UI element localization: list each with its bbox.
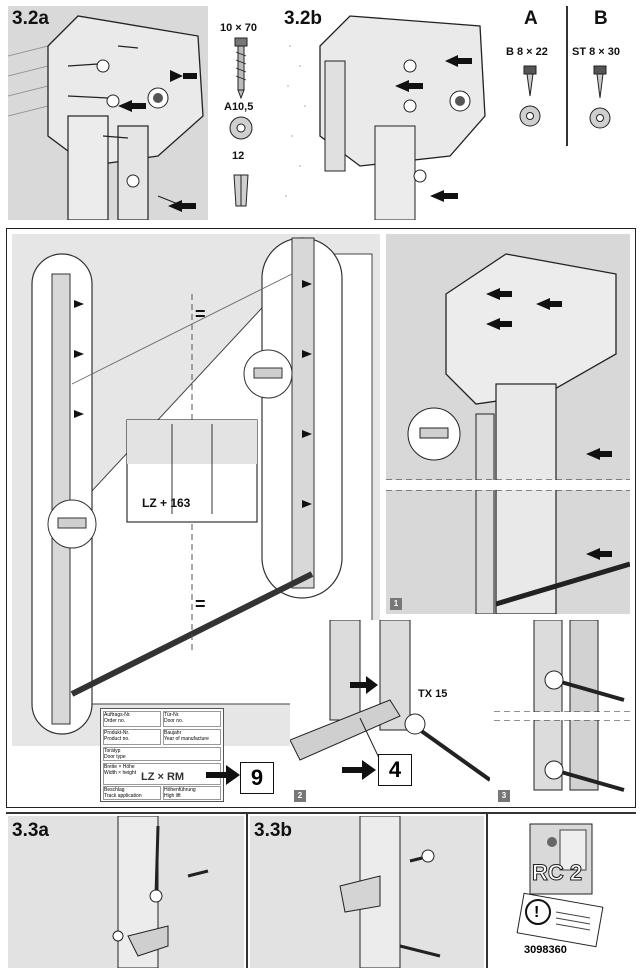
door-opening-panel: = = LZ + 163 <box>12 234 380 746</box>
panel-3-2a <box>8 6 208 220</box>
option-b-size: ST 8 × 30 <box>572 46 621 58</box>
nameplate-ref-box: 9 <box>240 762 274 794</box>
nameplate-ref: 9 <box>250 765 264 790</box>
option-a-title: A <box>524 8 538 29</box>
rc2-panel: RC 2 ! 3098360 <box>490 816 636 968</box>
equal-mark-bottom: = <box>195 594 206 614</box>
track-bottom-illustration-b <box>339 816 441 968</box>
option-a-size: B 8 × 22 <box>506 46 548 58</box>
door-type-de: Torätyp <box>104 748 121 754</box>
step-2-badge: 2 <box>294 790 306 802</box>
high-lift-en: High lift <box>164 793 181 799</box>
panel-3-3a <box>8 816 244 968</box>
step-1-panel: 1 <box>386 234 630 614</box>
step-3-badge: 3 <box>498 790 510 802</box>
screw-options: A B B 8 × 22 ST 8 × 30 <box>498 6 636 146</box>
step-1-badge: 1 <box>390 598 402 610</box>
warning-symbol: ! <box>534 904 540 921</box>
door-no-de: Tür-Nr. <box>164 712 180 718</box>
door-no-en: Door no. <box>164 718 184 724</box>
tx15-illustration <box>290 620 490 782</box>
fasteners-column: 10 × 70 A10,5 12 <box>210 10 272 220</box>
section-title-3-2b: 3.2b <box>284 8 323 29</box>
dowel-size-label: 12 <box>232 150 245 162</box>
screwdriver-illustration <box>494 620 630 792</box>
track-bottom-illustration-a <box>112 816 209 968</box>
high-lift-de: Höhenführung <box>164 787 196 793</box>
fastener-icons <box>229 37 253 207</box>
option-b-title: B <box>594 8 608 29</box>
section-title-3-2a: 3.2a <box>12 8 49 29</box>
year-en: Year of manufacture <box>164 736 209 742</box>
nameplate: Auftrags-Nr. Order no. Tür-Nr. Door no. … <box>100 708 224 802</box>
rc2-illustration <box>516 823 604 948</box>
option-icons <box>519 65 611 129</box>
tool-ref: 4 <box>388 757 402 782</box>
size-en: Width × height <box>104 770 137 776</box>
measure-label: LZ + 163 <box>142 496 191 510</box>
wall-bracket-illustration-a <box>8 15 204 220</box>
washer-size-label: A10,5 <box>224 101 254 113</box>
bottom-divider <box>6 812 636 814</box>
bracket-mount-illustration <box>386 253 630 614</box>
tool-ref-box: 4 <box>378 754 412 786</box>
size-de: Breite × Höhe <box>104 764 135 770</box>
track-de: Beschlag <box>104 787 125 793</box>
wall-bracket-illustration-b <box>285 15 486 220</box>
panel-3-2b <box>280 6 490 220</box>
order-no-en: Order no. <box>104 718 126 724</box>
screw-size-label: 10 × 70 <box>220 22 258 34</box>
nameplate-arrow-icon <box>206 765 240 785</box>
bottom-col-divider-2 <box>486 812 488 968</box>
rc2-badge: RC 2 <box>531 860 583 886</box>
panel-3-3b <box>250 816 484 968</box>
tool-arrow-icon <box>342 760 376 780</box>
step-2-panel: TX 15 4 2 <box>290 620 490 806</box>
door-type-en: Door type <box>104 754 126 760</box>
equal-mark-top: = <box>195 304 206 324</box>
product-no-en: Product no. <box>104 736 130 742</box>
track-en: Track application <box>104 793 142 799</box>
order-no-de: Auftrags-Nr. <box>104 712 131 718</box>
year-de: Baujahr <box>164 730 182 736</box>
door-opening-illustration <box>31 237 373 735</box>
lz-rm-label: LZ × RM <box>141 771 185 783</box>
bottom-col-divider-1 <box>246 812 248 968</box>
section-title-3-3b: 3.3b <box>254 820 293 841</box>
product-no-de: Produkt-Nr. <box>104 730 130 736</box>
step-3-panel: 3 <box>494 620 630 806</box>
tool-label: TX 15 <box>418 688 448 700</box>
section-title-3-3a: 3.3a <box>12 820 49 841</box>
rc2-doc-number: 3098360 <box>524 944 567 956</box>
